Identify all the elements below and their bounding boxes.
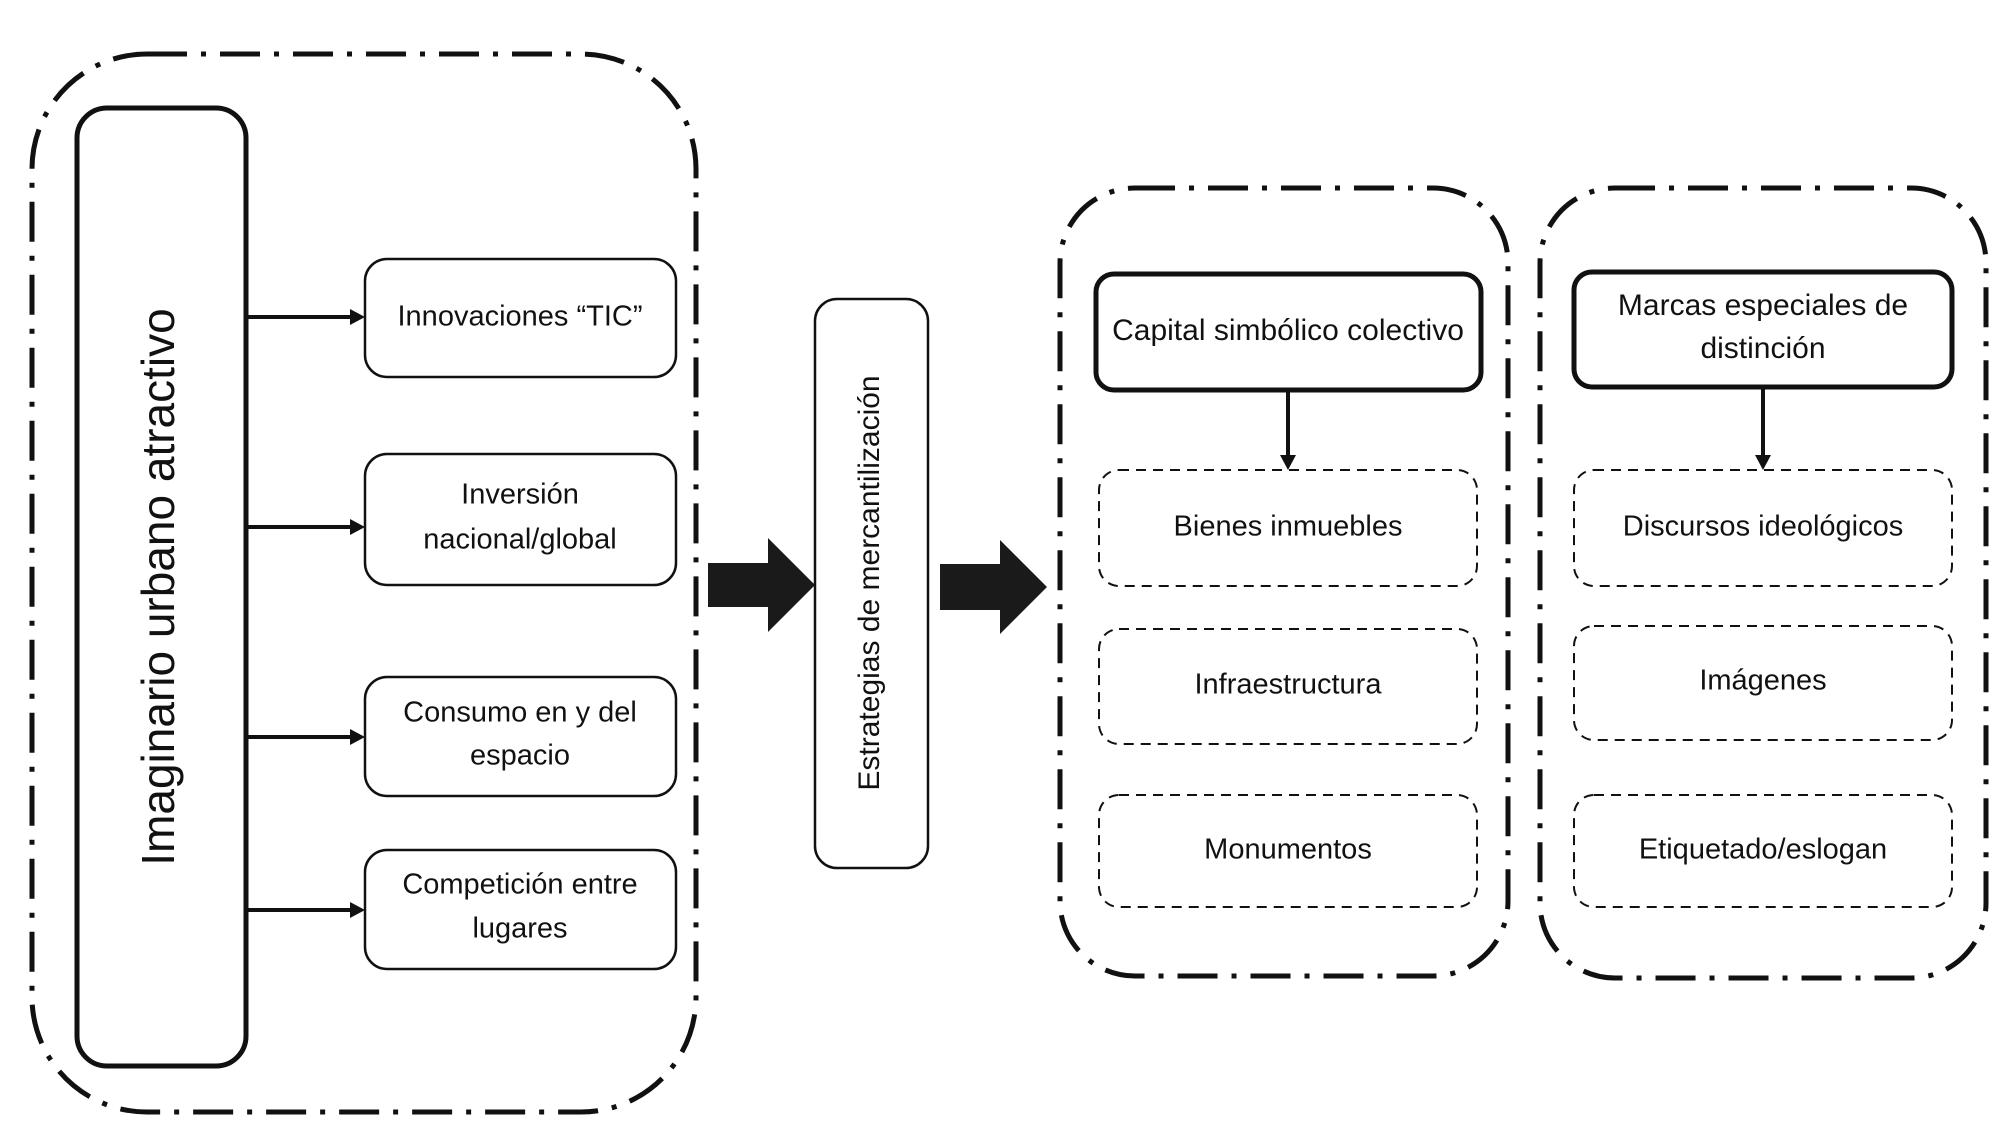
estrategias-label: Estrategias de mercantilización	[853, 375, 886, 790]
capital-item-monumentos[interactable]: Monumentos	[1098, 794, 1478, 908]
capital-group: Capital simbólico colectivo Bienes inmue…	[1057, 185, 1511, 979]
left-item-box	[363, 257, 678, 379]
marcas-item-etiquetado[interactable]: Etiquetado/eslogan	[1573, 794, 1953, 908]
arrowhead-icon	[1280, 455, 1296, 470]
marcas-item-box	[1573, 625, 1953, 741]
capital-item-bienes[interactable]: Bienes inmuebles	[1098, 469, 1478, 587]
left-item-label: Consumo en y del	[403, 697, 637, 729]
left-item-label: Inversión	[461, 479, 579, 511]
marcas-item-label: Imágenes	[1699, 665, 1826, 697]
estrategias-box	[813, 297, 930, 870]
block-arrow-right-icon	[940, 540, 1047, 634]
capital-group-border	[1057, 185, 1511, 979]
left-item-consumo[interactable]: Consumo en y del espacio	[363, 675, 678, 798]
marcas-header-label: distinción	[1700, 332, 1825, 365]
left-item-box	[363, 848, 678, 971]
marcas-group-border	[1537, 185, 1989, 981]
capital-header[interactable]: Capital simbólico colectivo	[1093, 271, 1484, 393]
capital-item-box	[1098, 794, 1478, 908]
arrowhead-icon	[350, 902, 365, 918]
marcas-item-box	[1573, 469, 1953, 587]
capital-header-label: Capital simbólico colectivo	[1112, 314, 1464, 347]
arrowhead-icon	[1755, 455, 1771, 470]
marcas-item-imagenes[interactable]: Imágenes	[1573, 625, 1953, 741]
marcas-item-box	[1573, 794, 1953, 908]
capital-item-infraestructura[interactable]: Infraestructura	[1098, 628, 1478, 745]
left-item-competicion[interactable]: Competición entre lugares	[363, 848, 678, 971]
imaginario-box[interactable]	[74, 105, 249, 1069]
left-item-box	[363, 452, 678, 587]
capital-item-box	[1098, 469, 1478, 587]
capital-item-label: Infraestructura	[1195, 669, 1383, 701]
capital-item-label: Monumentos	[1204, 834, 1372, 866]
left-item-inversion[interactable]: Inversión nacional/global	[363, 452, 678, 587]
marcas-group: Marcas especiales de distinción Discurso…	[1537, 185, 1989, 981]
marcas-item-label: Discursos ideológicos	[1623, 511, 1903, 543]
left-item-label: Competición entre	[402, 869, 637, 901]
left-group-border	[29, 51, 699, 1115]
marcas-header[interactable]: Marcas especiales de distinción	[1571, 269, 1955, 390]
left-item-tic[interactable]: Innovaciones “TIC”	[363, 257, 678, 379]
arrowhead-icon	[350, 729, 365, 745]
left-item-label: lugares	[472, 913, 567, 945]
block-arrow-right-icon	[708, 538, 815, 632]
capital-item-box	[1098, 628, 1478, 745]
imaginario-label: Imaginario urbano atractivo	[132, 308, 184, 865]
left-item-label: Innovaciones “TIC”	[398, 301, 643, 333]
marcas-item-label: Etiquetado/eslogan	[1639, 834, 1887, 866]
left-item-label: nacional/global	[423, 524, 616, 556]
marcas-header-label: Marcas especiales de	[1618, 289, 1908, 322]
estrategias-node[interactable]: Estrategias de mercantilización	[813, 297, 930, 870]
left-item-label: espacio	[470, 740, 570, 772]
marcas-item-discursos[interactable]: Discursos ideológicos	[1573, 469, 1953, 587]
arrowhead-icon	[350, 519, 365, 535]
arrowhead-icon	[350, 309, 365, 325]
left-group: Imaginario urbano atractivo Innovaciones…	[29, 51, 699, 1115]
capital-item-label: Bienes inmuebles	[1174, 511, 1403, 543]
left-item-box	[363, 675, 678, 798]
